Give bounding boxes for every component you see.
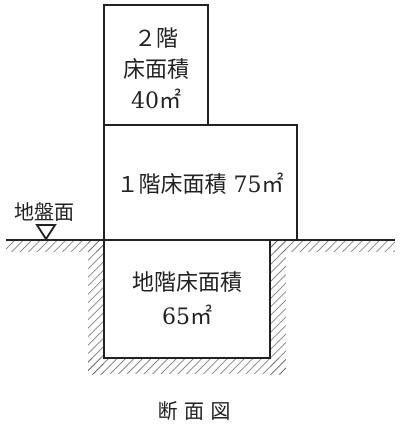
ground-level-label: 地盤面 bbox=[14, 200, 74, 224]
figure-caption: 断 面 図 bbox=[158, 399, 231, 423]
soil-hatch-left bbox=[6, 240, 104, 252]
basement-label-line2: 65㎡ bbox=[162, 304, 212, 330]
soil-hatch-pit-left bbox=[88, 240, 104, 375]
second-floor-label-line3: 40㎡ bbox=[131, 88, 181, 114]
second-floor bbox=[103, 4, 209, 126]
basement-floor bbox=[103, 239, 271, 359]
first-floor-label: １階床面積 75㎡ bbox=[117, 172, 284, 198]
second-floor-label-line2: 床面積 bbox=[123, 58, 189, 83]
soil-hatch-pit-bottom bbox=[88, 358, 286, 374]
soil-hatch-pit-right bbox=[270, 240, 286, 375]
ground-level-marker-icon bbox=[35, 224, 57, 241]
first-floor bbox=[103, 124, 298, 241]
second-floor-label-line1: ２階 bbox=[134, 27, 178, 52]
soil-hatch-right bbox=[270, 240, 395, 252]
basement-label-line1: 地階床面積 bbox=[132, 271, 242, 296]
